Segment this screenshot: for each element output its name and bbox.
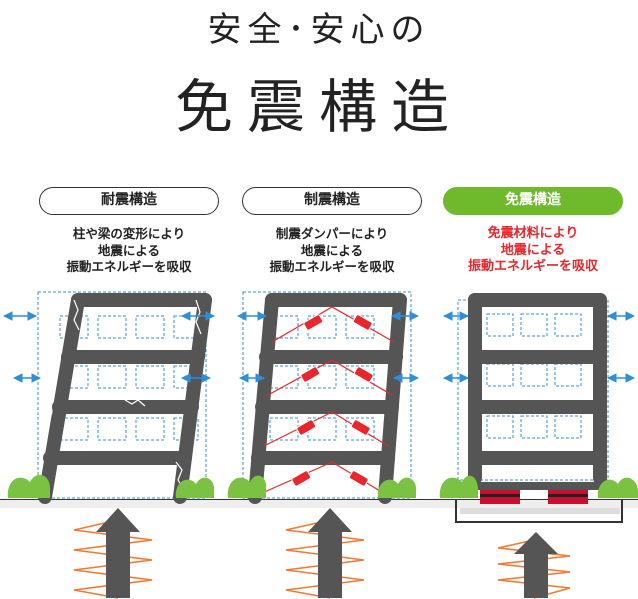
desc-line: 振動エネルギーを吸収 — [66, 259, 192, 274]
window-outlines — [59, 315, 199, 441]
damper-icon — [291, 314, 374, 487]
up-arrow-icon — [514, 532, 558, 598]
bush-icon — [377, 477, 417, 498]
left-right-shake-arrow-icon — [3, 311, 215, 383]
label-pill-vibration-control: 制震構造 — [242, 187, 422, 215]
tilted-frame — [38, 293, 212, 504]
desc-line: 振動エネルギーを吸収 — [269, 259, 395, 274]
bush-icon — [439, 475, 478, 498]
page-title: 免震構造 — [174, 73, 463, 141]
left-right-shake-arrow-icon — [237, 311, 419, 383]
label-pill-seismic-resistant: 耐震構造 — [39, 187, 219, 215]
left-right-shake-arrow-icon — [443, 311, 635, 383]
isolator-icon — [480, 490, 588, 504]
pit-floor — [460, 508, 620, 514]
desc-line: 免震材料により — [487, 226, 579, 241]
label-pill-seismic-isolation: 免震構造 — [443, 187, 623, 215]
spring-wave-icon — [285, 519, 365, 599]
up-arrow-icon — [96, 508, 140, 598]
desc-line: 地震による — [97, 242, 161, 258]
damper-braces — [259, 306, 395, 495]
upright-frame — [468, 293, 607, 485]
bush-icon — [175, 477, 215, 498]
original-outline — [242, 291, 412, 499]
desc-seismic-isolation: 免震材料により 地震による 振動エネルギーを吸収 — [433, 226, 633, 276]
desc-line: 地震による — [500, 242, 566, 258]
original-outline — [37, 291, 207, 499]
building-seismic-isolation — [439, 293, 638, 599]
building-seismic-resistant — [3, 291, 215, 599]
desc-vibration-control: 制震ダンパーにより 地震による 振動エネルギーを吸収 — [232, 226, 432, 276]
bush-icon — [227, 475, 267, 498]
spring-wave-icon — [73, 519, 153, 599]
window-outlines — [486, 313, 582, 439]
title-subtitle: 安全･安心の — [207, 10, 431, 50]
up-arrow-icon — [308, 508, 352, 598]
ground — [0, 499, 638, 508]
desc-line: 振動エネルギーを吸収 — [467, 259, 598, 274]
desc-line: 地震による — [300, 242, 364, 258]
building-vibration-control — [227, 291, 419, 599]
bush-icon — [7, 474, 51, 498]
isolation-pit — [455, 500, 623, 523]
desc-line: 柱や梁の変形により — [72, 226, 186, 241]
bush-icon — [597, 477, 638, 498]
base-slab — [462, 482, 612, 490]
tilted-frame — [248, 293, 407, 504]
desc-seismic-resistant: 柱や梁の変形により 地震による 振動エネルギーを吸収 — [29, 226, 229, 276]
desc-line: 制震ダンパーにより — [275, 226, 389, 241]
